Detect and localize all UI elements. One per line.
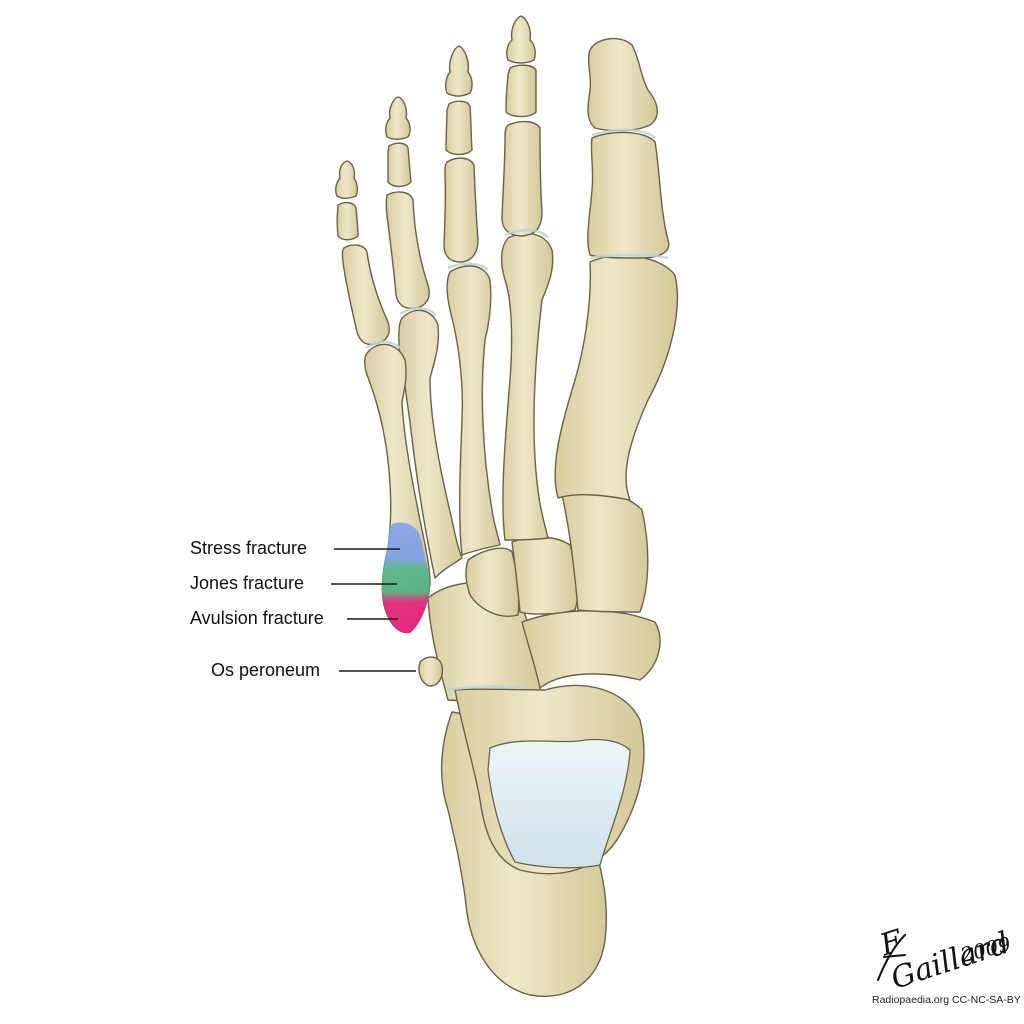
- fifth-proximal-phalanx-bone: [341, 244, 390, 346]
- lateral-cuneiform-bone: [465, 547, 520, 617]
- jones-fracture-label: Jones fracture: [190, 573, 305, 593]
- second-distal-phalanx-bone: [506, 15, 536, 64]
- fourth-metatarsal-bone: [397, 309, 463, 579]
- third-proximal-phalanx-bone: [443, 157, 479, 263]
- second-middle-phalanx-bone: [505, 64, 537, 118]
- fifth-metatarsal-fracture-zones: [381, 522, 430, 634]
- second-proximal-phalanx-bone: [501, 120, 543, 237]
- third-metatarsal-bone: [446, 265, 501, 556]
- author-signature: [877, 934, 906, 981]
- os-peroneum-bone: [418, 656, 444, 687]
- joint-cartilage-lines: [365, 128, 669, 692]
- fourth-proximal-phalanx-bone: [385, 191, 430, 310]
- credit-text: Radiopaedia.org CC-NC-SA-BY: [872, 994, 1021, 1006]
- navicular-bone: [521, 610, 661, 689]
- os-peroneum-label: Os peroneum: [211, 660, 321, 680]
- intermediate-cuneiform-bone: [511, 536, 579, 615]
- talar-dome-cartilage: [487, 738, 631, 869]
- fifth-middle-phalanx-bone: [336, 201, 359, 241]
- third-middle-phalanx-bone: [445, 100, 473, 156]
- hallux-proximal-phalanx-bone: [587, 131, 670, 259]
- avulsion-fracture-label: Avulsion fracture: [190, 608, 324, 628]
- hallux-distal-phalanx-bone: [587, 37, 658, 132]
- second-metatarsal-bone: [500, 232, 554, 541]
- fourth-distal-phalanx-bone: [385, 96, 411, 140]
- stress-fracture-label: Stress fracture: [190, 538, 308, 558]
- third-distal-phalanx-bone: [445, 45, 473, 97]
- first-metatarsal-bone: [554, 254, 679, 501]
- fifth-distal-phalanx-bone: [335, 160, 359, 199]
- fourth-middle-phalanx-bone: [387, 142, 412, 188]
